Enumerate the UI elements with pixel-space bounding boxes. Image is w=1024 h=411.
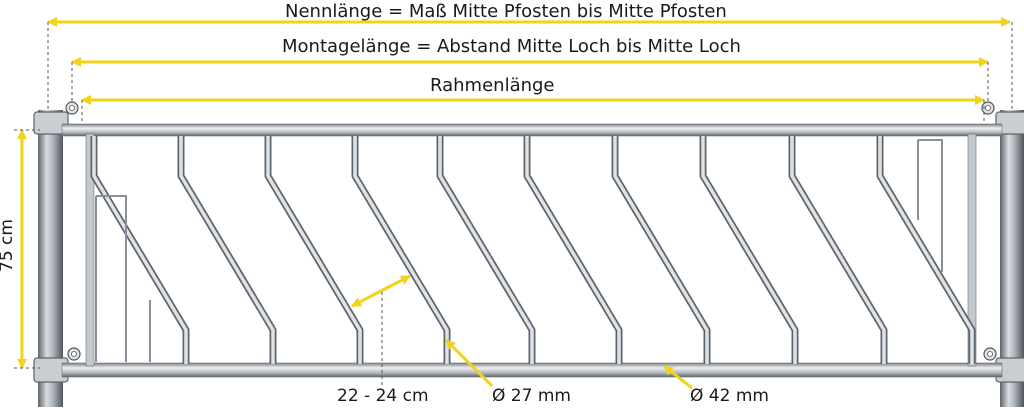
feeding-bar — [353, 136, 449, 364]
clamp-top-right — [981, 101, 1024, 135]
right-gate-rods — [917, 139, 943, 272]
bar-diameter-label: Ø 27 mm — [492, 386, 571, 406]
height-label: 75 cm — [0, 219, 17, 272]
feeding-bar — [613, 136, 709, 364]
left-gate-rods — [95, 195, 151, 362]
frame-left-end — [85, 133, 95, 367]
clamp-bottom-left — [33, 347, 81, 383]
tube-diameter-leader — [663, 364, 693, 390]
feeding-bar — [179, 136, 275, 364]
frame-right-end — [967, 133, 977, 367]
feeding-bar — [525, 136, 621, 364]
frame-length-dimension — [81, 95, 985, 124]
feeding-bars — [90, 136, 976, 364]
mounting-length-label: Montagelänge = Abstand Mitte Loch bis Mi… — [282, 36, 741, 57]
bar-spacing-label: 22 - 24 cm — [337, 386, 429, 406]
height-dimension — [14, 129, 40, 369]
frame-length-label: Rahmenlänge — [430, 75, 555, 96]
feeding-bar — [878, 136, 974, 364]
feeding-bar — [92, 136, 188, 364]
top-rail — [61, 123, 1003, 137]
nominal-length-dimension — [47, 17, 1013, 112]
bar-spacing-dimension — [351, 274, 411, 388]
bottom-rail — [61, 362, 1003, 378]
clamp-bottom-right — [983, 347, 1024, 383]
tube-diameter-label: Ø 42 mm — [690, 386, 769, 406]
feeding-bar — [266, 136, 362, 364]
bar-diameter-leader — [444, 338, 494, 388]
mounting-length-dimension — [71, 57, 989, 104]
feeding-bar — [438, 136, 534, 364]
clamp-top-left — [33, 101, 79, 135]
feeding-bar — [701, 136, 797, 364]
feeding-bar — [790, 136, 886, 364]
nominal-length-label: Nennlänge = Maß Mitte Pfosten bis Mitte … — [285, 1, 727, 22]
